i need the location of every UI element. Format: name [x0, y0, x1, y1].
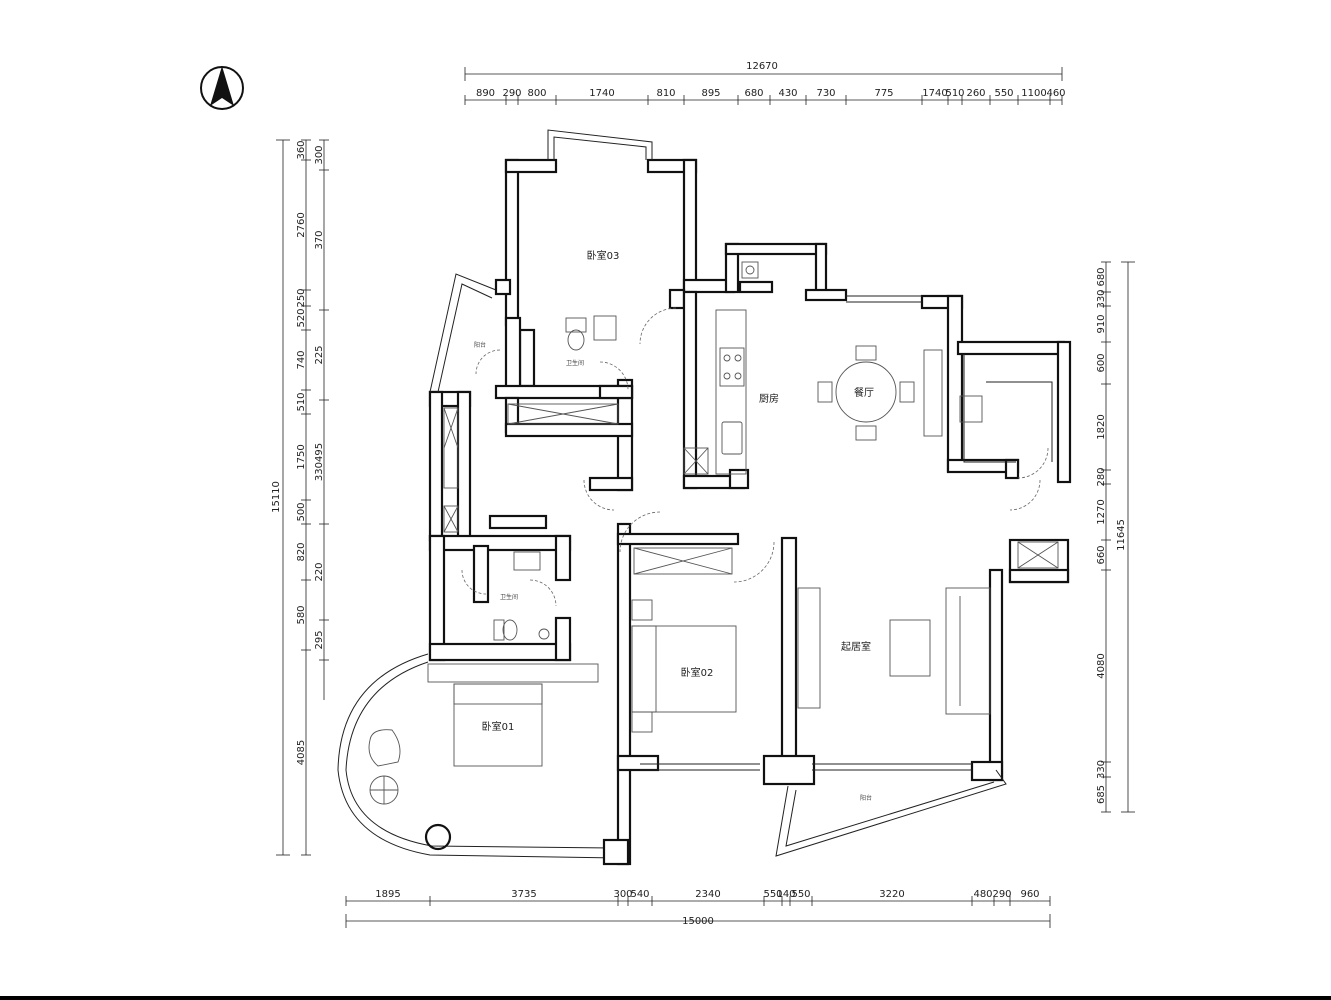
room-label-living: 起居室: [841, 640, 871, 653]
bottom-dim-label: 480: [973, 889, 992, 900]
top-dim-label: 890: [476, 88, 495, 99]
left-inner-dim-label: 295: [314, 630, 325, 649]
left-outer-dim-label: 2760: [296, 212, 307, 237]
right-dim-label: 4080: [1096, 653, 1107, 678]
right-dim-label: 280: [1096, 467, 1107, 486]
top-dim-label: 1740: [922, 88, 947, 99]
bottom-total-dim: 15000: [682, 916, 714, 927]
right-total-dim: 11645: [1116, 519, 1127, 551]
left-outer-dim-label: 820: [296, 542, 307, 561]
closets: [427, 403, 1059, 683]
bottom-dim-label: 550: [763, 889, 782, 900]
top-dim-label: 730: [816, 88, 835, 99]
top-dim-label: 260: [966, 88, 985, 99]
bedroom02-furniture: [631, 599, 737, 733]
top-dim-label: 290: [502, 88, 521, 99]
bottom-dim-label: 140: [776, 889, 795, 900]
left-outer-dim-label: 360: [296, 140, 307, 159]
walls: [337, 129, 1072, 866]
bottom-dim-label: 550: [791, 889, 810, 900]
top-dim-label: 460: [1046, 88, 1065, 99]
room-label-bedroom03: 卧室03: [587, 249, 620, 262]
top-dim-label: 1740: [589, 88, 614, 99]
room-label-balcony-small: 阳台: [474, 341, 486, 349]
dining-set: [817, 345, 943, 441]
left-inner-dim-label: 220: [314, 562, 325, 581]
top-dim-label: 510: [945, 88, 964, 99]
right-dim-label: 660: [1096, 545, 1107, 564]
bottom-dim-label: 540: [630, 889, 649, 900]
right-dim-label: 1820: [1096, 414, 1107, 439]
room-label-dining: 餐厅: [854, 386, 874, 399]
right-dim-label: 600: [1096, 353, 1107, 372]
living-furniture: [797, 587, 991, 715]
left-outer-dim-label: 520: [296, 308, 307, 327]
room-label-kitchen: 厨房: [759, 392, 779, 405]
top-dim-label: 775: [874, 88, 893, 99]
room-label-bedroom01: 卧室01: [482, 720, 515, 733]
top-dim-label: 550: [994, 88, 1013, 99]
bottom-dim-label: 3735: [511, 889, 536, 900]
bottom-dim-label: 960: [1020, 889, 1039, 900]
left-outer-dim-label: 580: [296, 605, 307, 624]
bathroom-fixtures: [493, 315, 983, 641]
left-outer-dim-label: 500: [296, 502, 307, 521]
bedroom01-furniture: [368, 683, 543, 851]
top-dimension-chain: 12670 890 290 800 1740 810 895 680 430 730 775 174…: [464, 61, 1066, 105]
right-dim-label: 910: [1096, 314, 1107, 333]
top-dim-label: 810: [656, 88, 675, 99]
room-label-balcony-living: 阳台: [860, 794, 872, 802]
left-inner-dim-label: 330495: [314, 443, 325, 481]
bottom-dim-label: 300: [613, 889, 632, 900]
room-label-bathroom-a: 卫生间: [500, 593, 518, 601]
right-dim-label: 685: [1096, 785, 1107, 804]
right-dim-label: 1270: [1096, 499, 1107, 524]
room-labels: 卧室03 厨房 餐厅 起居室 卧室02 卧室01 卫生间 卫生间 阳台 阳台: [474, 249, 874, 802]
north-arrow-icon: [200, 66, 244, 110]
left-total-dim: 15110: [271, 481, 282, 513]
top-dim-label: 800: [527, 88, 546, 99]
right-dim-label: 680: [1096, 267, 1107, 286]
top-total-dim: 12670: [746, 61, 778, 72]
top-dim-label: 1100: [1021, 88, 1046, 99]
room-label-bathroom-b: 卫生间: [566, 359, 584, 367]
top-dim-label: 430: [778, 88, 797, 99]
left-outer-dim-label: 250: [296, 288, 307, 307]
right-dim-label: 330: [1096, 760, 1107, 779]
top-dim-label: 680: [744, 88, 763, 99]
left-outer-dim-label: 1750: [296, 444, 307, 469]
bottom-bar: [0, 996, 1331, 1000]
right-dim-label: 330: [1096, 289, 1107, 308]
bottom-dim-label: 2340: [695, 889, 720, 900]
left-outer-dim-label: 740: [296, 350, 307, 369]
left-inner-dim-label: 370: [314, 230, 325, 249]
bottom-dim-label: 3220: [879, 889, 904, 900]
bottom-dim-label: 1895: [375, 889, 400, 900]
left-inner-dim-label: 225: [314, 345, 325, 364]
left-inner-dim-label: 300: [314, 145, 325, 164]
top-dim-label: 895: [701, 88, 720, 99]
room-label-bedroom02: 卧室02: [681, 666, 714, 679]
bottom-dim-label: 290: [992, 889, 1011, 900]
left-outer-dim-label: 4085: [296, 740, 307, 765]
left-outer-dim-label: 510: [296, 392, 307, 411]
door-swings: [461, 307, 1049, 607]
kitchen-counter: [715, 261, 759, 475]
right-dimension-chain: 680 330 910 600 1820 280 1270 660 4080 330 685 116…: [1096, 261, 1135, 813]
